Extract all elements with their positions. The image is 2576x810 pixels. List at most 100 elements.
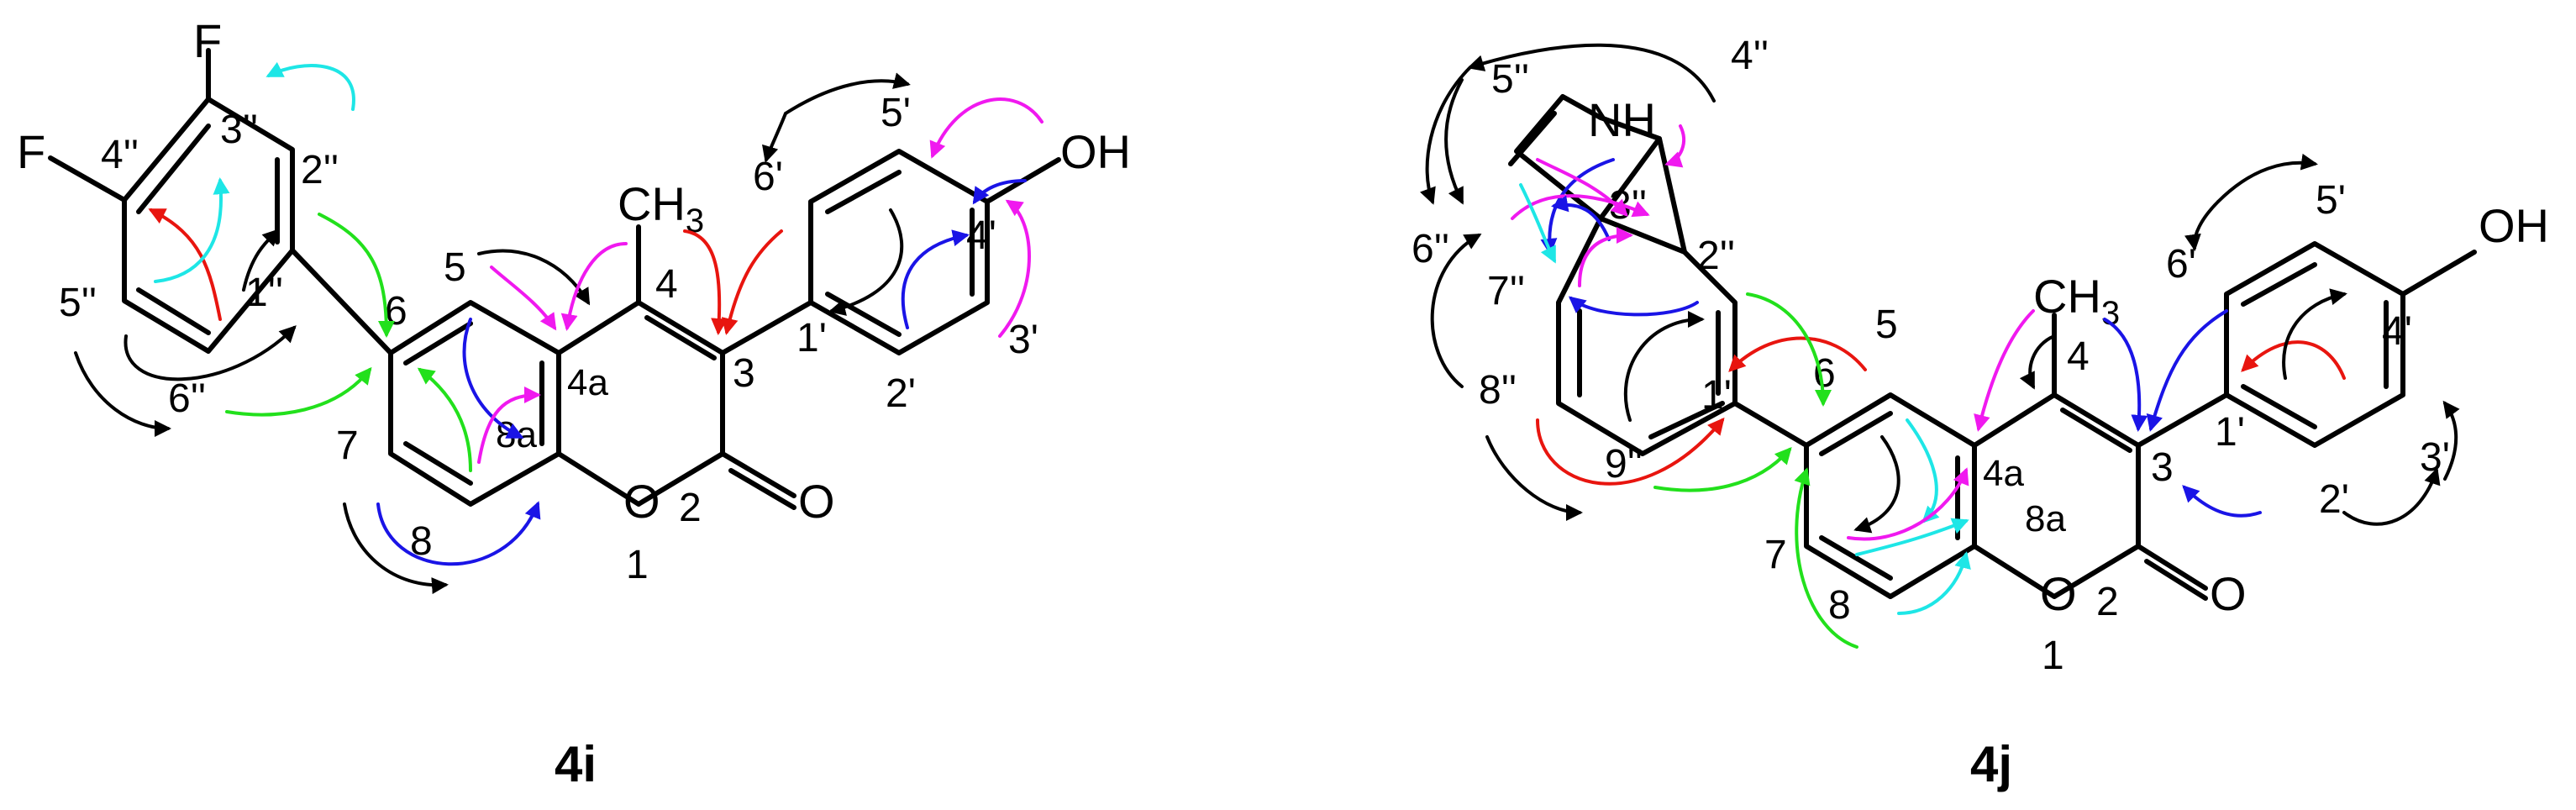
num-3p: 3' — [1008, 318, 1038, 362]
atom-numbers-4j: 4'' 5'' 3'' 6'' 2'' 7'' 8'' 9'' 1'' 5 6 … — [1412, 34, 2450, 678]
num-2p: 2' — [886, 371, 916, 416]
corr-arrow-magenta — [1578, 227, 1633, 287]
atom-labels-4j: NH CH3 OH O O — [1588, 93, 2549, 620]
corr-arrow-black — [343, 502, 449, 595]
corr-arrow-black — [1467, 43, 1716, 103]
corr-arrow-black — [2184, 200, 2220, 251]
num-6p: 6' — [753, 155, 783, 199]
num-3: 3 — [733, 351, 755, 396]
methyl-label: CH3 — [2033, 270, 2120, 332]
corr-arrow-green — [1746, 292, 1832, 407]
corr-arrow-cyan — [1906, 418, 1940, 523]
ring-oxygen-label: O — [623, 475, 660, 528]
num-7: 7 — [336, 423, 359, 468]
num-1pp: 1'' — [1701, 373, 1739, 418]
corr-arrow-green — [1794, 467, 1858, 649]
num-6pp: 6'' — [1412, 227, 1449, 271]
nh-label: NH — [1588, 93, 1656, 146]
num-4pp: 4'' — [101, 133, 139, 177]
corr-arrow-magenta — [1664, 124, 1685, 168]
num-8pp: 8'' — [1479, 368, 1517, 413]
num-4pp: 4'' — [1731, 34, 1769, 78]
corr-arrow-blue — [901, 229, 970, 329]
corr-arrow-red — [721, 229, 783, 335]
corr-arrow-black — [477, 249, 591, 306]
num-5: 5 — [1875, 302, 1898, 347]
corr-arrow-black — [1623, 311, 1705, 422]
num-6pp: 6'' — [168, 376, 206, 421]
num-5pp: 5'' — [1491, 57, 1529, 102]
corr-arrow-blue — [2103, 318, 2148, 432]
num-1pp: 1'' — [245, 271, 283, 315]
hydroxyl-label: OH — [1060, 125, 1131, 178]
corr-arrow-green — [417, 367, 472, 472]
num-7: 7 — [1764, 533, 1787, 577]
corr-arrow-blue — [376, 501, 541, 566]
corr-arrow-green — [1653, 447, 1792, 492]
carbonyl-oxygen-label: O — [798, 475, 835, 528]
num-3: 3 — [2151, 445, 2174, 490]
corr-arrow-magenta — [490, 266, 557, 331]
num-5pp: 5'' — [59, 281, 97, 325]
num-3pp: 3'' — [220, 108, 258, 152]
num-1p: 1' — [2215, 410, 2245, 455]
num-2p: 2' — [2319, 477, 2349, 522]
correlation-arrows-4i — [74, 61, 1044, 595]
num-2: 2 — [2096, 580, 2119, 624]
num-5p: 5' — [2316, 178, 2346, 223]
corr-arrow-red — [683, 229, 728, 335]
corr-arrow-magenta — [929, 97, 1044, 159]
num-2pp: 2'' — [1697, 234, 1735, 278]
num-6: 6 — [385, 289, 407, 334]
num-2: 2 — [679, 486, 702, 530]
corr-arrow-red — [1536, 417, 1725, 486]
corr-arrow-blue — [2146, 309, 2228, 432]
corr-arrow-black — [1853, 435, 1900, 534]
corr-arrow-magenta — [1974, 309, 2035, 432]
num-1: 1 — [2042, 634, 2064, 678]
num-4p: 4' — [2382, 309, 2412, 354]
corr-arrow-black — [1430, 234, 1482, 388]
corr-arrow-red — [2241, 340, 2346, 380]
corr-arrow-green — [318, 213, 395, 338]
num-8: 8 — [1828, 583, 1851, 628]
bonds-4j — [1508, 94, 2477, 601]
corr-arrow-black — [1420, 66, 1472, 205]
corr-arrow-red — [1728, 336, 1867, 372]
methyl-label: CH3 — [618, 177, 704, 239]
num-5p: 5' — [881, 91, 911, 135]
corr-arrow-black — [1444, 78, 1464, 205]
corr-arrow-magenta — [1511, 194, 1650, 220]
corr-arrow-magenta — [560, 242, 628, 331]
num-4a: 4a — [1983, 453, 2024, 494]
num-5: 5 — [444, 245, 466, 290]
corr-arrow-black — [242, 229, 280, 292]
num-7pp: 7'' — [1487, 269, 1525, 313]
hydroxyl-label: OH — [2479, 199, 2549, 252]
corr-arrow-magenta — [1536, 158, 1628, 217]
compound-label-4i: 4i — [555, 736, 597, 792]
corr-arrow-green — [225, 366, 372, 417]
corr-arrow-blue — [2182, 485, 2262, 518]
corr-arrow-black — [2019, 334, 2056, 390]
num-6p: 6' — [2166, 242, 2196, 287]
atom-labels-4i: F F CH3 OH O O — [17, 14, 1131, 528]
corr-arrow-black — [2282, 288, 2347, 380]
corr-arrow-blue — [1551, 195, 1611, 241]
compound-4j: NH CH3 OH O O 4'' 5'' 3'' 6'' 2'' 7'' 8'… — [1412, 34, 2549, 792]
corr-arrow-cyan — [1897, 551, 1971, 615]
compound-4i: F F CH3 OH O O 3'' 4'' 2'' 5'' 1'' 6'' 5… — [17, 14, 1131, 792]
corr-arrow-black — [784, 72, 911, 115]
carbonyl-oxygen-label: O — [2210, 567, 2247, 620]
corr-arrow-red — [148, 208, 222, 321]
num-1p: 1' — [796, 316, 827, 360]
corr-arrow-cyan — [1855, 518, 1969, 556]
corr-arrow-cyan — [1519, 183, 1556, 264]
corr-arrow-black — [762, 112, 787, 163]
num-1: 1 — [626, 543, 649, 587]
corr-arrow-blue — [462, 318, 524, 439]
atom-numbers-4i: 3'' 4'' 2'' 5'' 1'' 6'' 5 6 7 8 4a 8a 4 … — [59, 91, 1038, 587]
corr-arrow-black — [2442, 400, 2460, 481]
